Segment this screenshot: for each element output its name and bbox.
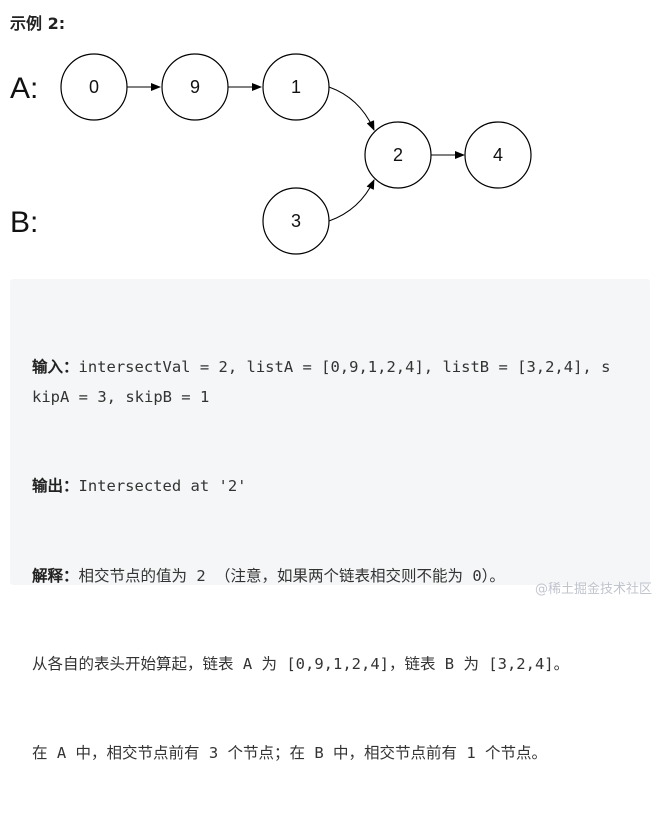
- explain-line: 解释：相交节点的值为 2 （注意，如果两个链表相交则不能为 0）。: [32, 561, 617, 592]
- example-code-block: 输入：intersectVal = 2, listA = [0,9,1,2,4]…: [10, 279, 650, 762]
- node-value: 1: [291, 77, 301, 97]
- explain-label: 解释：: [32, 565, 79, 585]
- explain-line: 在 A 中，相交节点前有 3 个节点；在 B 中，相交节点前有 1 个节点。: [32, 743, 547, 762]
- intersection-node: 2: [364, 121, 432, 189]
- list-node: 9: [161, 53, 229, 121]
- output-label: 输出：: [32, 476, 79, 495]
- edge-b0-shared0: [328, 179, 375, 222]
- list-node: 0: [60, 53, 128, 121]
- list-node: 3: [262, 187, 330, 255]
- list-node: 1: [262, 53, 330, 121]
- input-text: intersectVal = 2, listA = [0,9,1,2,4], l…: [32, 358, 611, 406]
- example-title: 示例 2:: [10, 14, 66, 33]
- watermark: @稀土掘金技术社区: [534, 582, 652, 597]
- output-line: 输出：Intersected at '2': [32, 471, 617, 502]
- input-line: 输入：intersectVal = 2, listA = [0,9,1,2,4]…: [32, 352, 617, 412]
- edge-a2-shared0: [328, 86, 375, 131]
- explain-line: 从各自的表头开始算起，链表 A 为 [0,9,1,2,4]，链表 B 为 [3,…: [32, 655, 570, 673]
- list-a-label: A:: [10, 72, 38, 105]
- node-value: 2: [393, 145, 403, 165]
- node-value: 0: [89, 77, 99, 97]
- explain-text: 相交节点的值为 2 （注意，如果两个链表相交则不能为 0）。: [78, 566, 505, 585]
- list-node: 4: [464, 121, 532, 189]
- node-value: 4: [493, 145, 503, 165]
- list-b-label: B:: [10, 206, 38, 239]
- node-value: 9: [190, 77, 200, 97]
- node-value: 3: [291, 211, 301, 231]
- input-label: 输入：: [32, 357, 79, 376]
- linked-list-diagram: A: B: 0 9 1 2 4 3: [10, 53, 532, 255]
- code-content: 输入：intersectVal = 2, listA = [0,9,1,2,4]…: [32, 293, 617, 827]
- output-text: Intersected at '2': [78, 477, 247, 495]
